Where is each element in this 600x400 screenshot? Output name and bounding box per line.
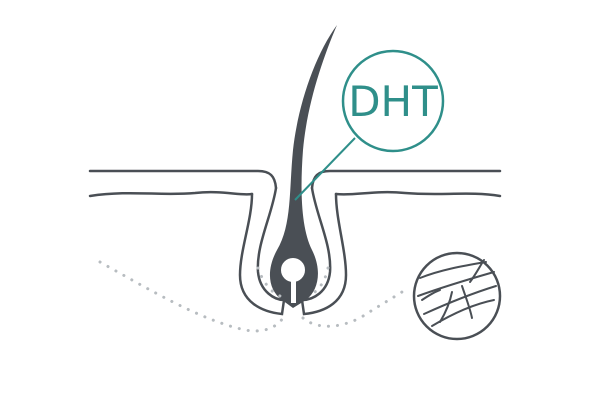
- dermal-papilla: [281, 258, 305, 282]
- skin-surface-line: [88, 169, 278, 190]
- papilla-stalk: [291, 280, 296, 303]
- skin-layers: [88, 169, 502, 198]
- vessel-magnifier-circle: [412, 251, 502, 341]
- blood-vessel-icon: [412, 251, 502, 341]
- dotted-bulb-right: [306, 266, 330, 298]
- dht-connector-line: [294, 137, 356, 201]
- epidermis-line-right: [334, 190, 502, 198]
- dht-callout-icon: DHT: [341, 49, 445, 153]
- skin-surface-line-right: [310, 169, 502, 190]
- vessel-line-4: [431, 299, 495, 327]
- vessel-branch-1: [439, 291, 453, 323]
- follicle-sheath: [238, 186, 348, 316]
- vessel-line-2: [417, 271, 495, 297]
- vessel-branch-4: [469, 259, 485, 283]
- dotted-curve-left: [98, 260, 285, 333]
- outer-sheath: [238, 192, 348, 316]
- inner-sheath: [256, 186, 332, 302]
- dht-label: DHT: [348, 77, 438, 126]
- blood-flow-dots: [98, 260, 410, 333]
- hair-shaft-icon: [269, 25, 337, 308]
- vessel-lines: [417, 259, 497, 327]
- epidermis-line-left: [88, 190, 254, 198]
- vessel-line-1: [419, 261, 487, 279]
- vessel-line-3: [423, 285, 497, 315]
- vessel-branch-2: [461, 285, 473, 319]
- dotted-bulb-left: [256, 266, 282, 298]
- vessel-branch-3: [421, 289, 441, 301]
- dht-callout-circle: [341, 49, 445, 153]
